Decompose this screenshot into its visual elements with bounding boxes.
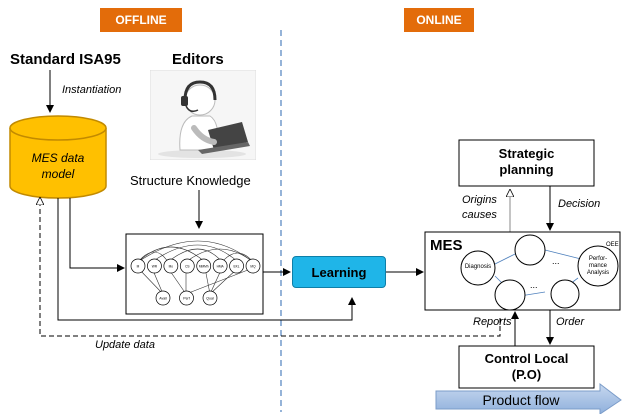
network-node-label: M	[137, 265, 140, 269]
mes-dots-2: ...	[530, 280, 538, 290]
strategic-line2: planning	[499, 162, 554, 177]
network-bottom-node-label: Avail	[159, 297, 167, 301]
network-node	[147, 258, 162, 274]
network-node-label: HMA	[217, 265, 225, 269]
network-bottom-node	[179, 290, 194, 306]
origins-causes-label: Origins causes	[462, 193, 497, 223]
network-node-label: CS	[185, 265, 189, 269]
network-arcs	[137, 240, 254, 295]
network-node-label: WR	[152, 265, 158, 269]
editors-label: Editors	[172, 51, 224, 68]
order-label: Order	[556, 316, 585, 328]
perf-line3: Analysis	[586, 270, 610, 276]
network-bottom-node-label: Perf	[183, 297, 189, 301]
online-tag: ONLINE	[404, 8, 474, 32]
network-node	[229, 258, 244, 274]
perf-line1: Perfor-	[588, 256, 608, 262]
oee-label: OEE	[606, 242, 619, 248]
perf-line2: mance	[588, 263, 607, 269]
control-line1: Control Local	[484, 351, 569, 366]
network-nodes: M WR Mo CS MMMh HMA EKL MQ	[130, 258, 261, 274]
learning-box: Learning	[292, 256, 386, 288]
mes-data-model-line1: MES data	[31, 151, 85, 165]
network-node-label: MQ	[250, 265, 256, 269]
control-local-box	[458, 345, 595, 389]
control-local-label: Control Local (P.O)	[459, 351, 594, 383]
strategic-planning-label: Strategic planning	[459, 146, 594, 178]
editor-person-icon	[150, 70, 256, 160]
update-data-label: Update data	[95, 339, 155, 351]
learning-label: Learning	[311, 264, 367, 280]
mes-feedback-line	[57, 198, 356, 321]
network-node	[196, 258, 212, 274]
diagnosis-label: Diagnosis	[464, 264, 492, 270]
mes-data-model-cylinder	[9, 115, 107, 199]
strategic-line1: Strategic	[498, 146, 555, 161]
network-box	[125, 233, 264, 315]
network-bottom-nodes: Avail Perf Qual	[155, 290, 218, 306]
reports-label: Reports	[473, 316, 512, 328]
network-bottom-node	[155, 290, 171, 306]
network-node	[245, 258, 261, 274]
network-bottom-node-label: Qual	[206, 297, 214, 301]
product-flow-label: Product flow	[482, 392, 560, 408]
mes-data-model-label: MES data model	[10, 150, 106, 182]
network-node-label: Mo	[169, 265, 174, 269]
strategic-planning-box	[458, 139, 595, 187]
network-node	[179, 258, 195, 274]
mes-data-model-line2: model	[41, 167, 75, 181]
network-node	[130, 258, 146, 274]
control-line2: (P.O)	[511, 367, 542, 382]
structure-knowledge-label: Structure Knowledge	[130, 173, 251, 188]
mes-label: MES	[430, 237, 463, 254]
instantiation-label: Instantiation	[62, 84, 122, 96]
network-node	[163, 258, 179, 274]
product-flow-arrow	[435, 382, 622, 414]
mes-dots-1: ...	[552, 256, 560, 266]
mes-circles	[460, 234, 619, 311]
update-data-loop	[40, 198, 501, 337]
model-to-network-arrow	[69, 198, 125, 272]
origins-line1: Origins	[462, 194, 497, 206]
network-node	[212, 258, 228, 274]
network-node-label: EKL	[234, 265, 240, 269]
performance-analysis-label: Perfor- mance Analysis	[580, 256, 616, 277]
decision-label: Decision	[558, 198, 601, 210]
origins-line2: causes	[462, 209, 497, 221]
network-node-label: MMMh	[199, 265, 209, 269]
network-bottom-node	[202, 290, 218, 306]
standard-isa95-label: Standard ISA95	[10, 51, 121, 68]
offline-tag: OFFLINE	[100, 8, 182, 32]
